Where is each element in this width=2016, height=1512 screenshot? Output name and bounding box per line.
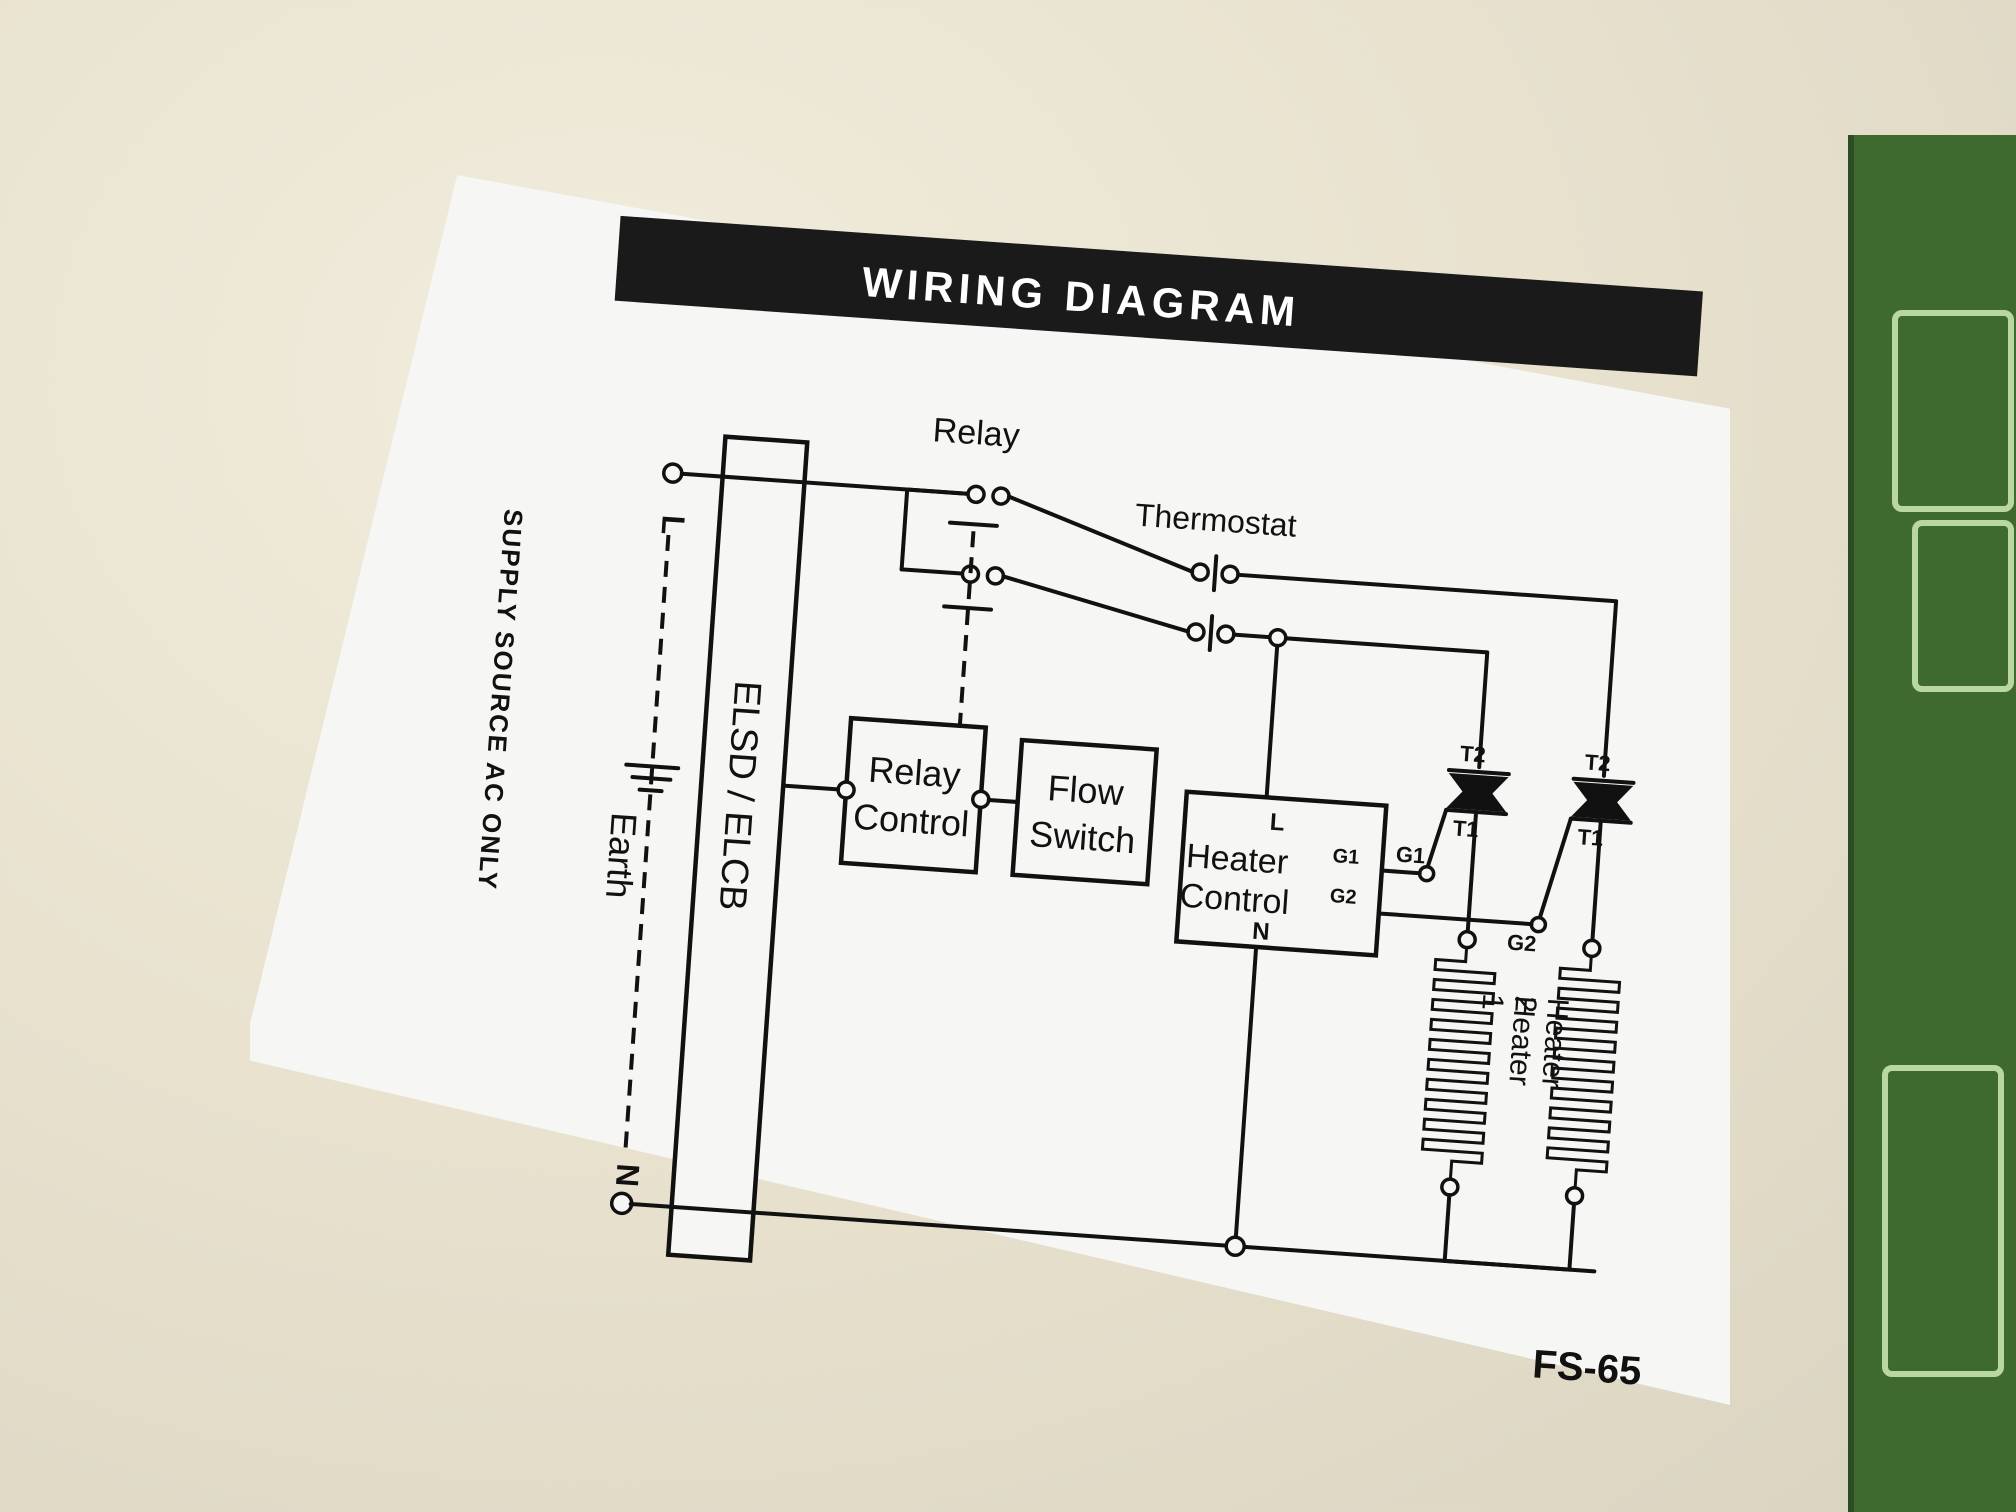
heater-1-element <box>1420 947 1497 1180</box>
neutral-wire <box>628 1201 1597 1274</box>
heater-1-label-2: 1 <box>1475 992 1509 1011</box>
heater-1-neutral-wire <box>1442 1193 1452 1263</box>
circuit-board <box>1848 135 2016 1512</box>
neutral-junction-node <box>1224 1235 1246 1257</box>
thermostat-contacts <box>1186 554 1240 653</box>
relay-mechanical-link <box>957 531 976 726</box>
triac-1-t2-label: T2 <box>1459 741 1486 768</box>
heater-control-label-2: Control <box>1178 877 1290 923</box>
relay-control-label-2: Control <box>852 796 971 845</box>
heater-control-label-1: Heater <box>1185 837 1289 882</box>
triac-1-heater-wire <box>1465 809 1479 934</box>
heater-control-supply-node <box>1268 627 1288 648</box>
flow-switch-box <box>1010 737 1160 887</box>
heater-2-element <box>1545 956 1622 1188</box>
heater-2-bottom-node <box>1564 1186 1585 1206</box>
heater-2-label-2: 2 <box>1508 995 1542 1014</box>
relay-control-input-node <box>836 780 856 800</box>
triac-2: T2 T1 G2 <box>1506 749 1636 957</box>
heater-1-top-node <box>1457 929 1477 950</box>
neutral-label: N <box>609 1162 647 1188</box>
g1-gate-wire <box>1379 868 1422 876</box>
earth-label: Earth <box>598 811 645 900</box>
thermostat-label: Thermostat <box>1134 497 1298 544</box>
relay-contacts <box>899 484 1011 612</box>
heater-control-pin-l: L <box>1269 809 1286 837</box>
relay-control-flow-switch-wire <box>986 797 1020 804</box>
heater-2-label-1: Heater <box>1535 997 1574 1089</box>
heater-control-neutral-wire <box>1233 944 1259 1249</box>
elcb-box <box>665 434 810 1263</box>
thermostat-heater1-wire <box>1231 632 1490 770</box>
heater-2-top-node <box>1582 938 1602 959</box>
earth-icon <box>624 762 681 794</box>
relay-thermostat-wire-2 <box>1001 574 1190 634</box>
supply-note: SUPPLY SOURCE AC ONLY <box>472 508 529 892</box>
triac-1-gate-label: G1 <box>1395 842 1426 869</box>
heater-2-neutral-wire <box>1442 1201 1576 1272</box>
title-bar-background <box>614 215 1703 377</box>
heater-control-pin-n: N <box>1251 918 1270 946</box>
triac-2-gate-label: G2 <box>1506 930 1537 957</box>
g2-gate-wire <box>1376 911 1534 927</box>
flow-switch-label-1: Flow <box>1046 767 1126 813</box>
relay-thermostat-wire-1 <box>1006 494 1195 574</box>
model-code: FS-65 <box>1531 1342 1643 1393</box>
heater-1-bottom-node <box>1440 1177 1460 1197</box>
heater-control-pin-g1: G1 <box>1332 845 1360 869</box>
flow-switch-label-2: Switch <box>1028 813 1137 861</box>
thermostat-heater2-wire <box>1236 572 1619 778</box>
heater-control-pin-g2: G2 <box>1329 885 1357 909</box>
triac-2-heater-wire <box>1590 818 1603 943</box>
live-label: L <box>655 514 692 536</box>
triac-1: T2 T1 G1 <box>1395 741 1511 883</box>
heater-control-box <box>1173 789 1389 958</box>
live-terminal <box>662 462 684 484</box>
relay-control-output-node <box>971 789 991 810</box>
heater-1-label-1: Heater <box>1502 995 1541 1087</box>
relay-control-label-1: Relay <box>867 749 962 796</box>
heater-control-live-wire <box>1264 643 1280 800</box>
title-bar: WIRING DIAGRAM <box>614 215 1703 377</box>
triac-2-t2-label: T2 <box>1584 749 1611 776</box>
relay-label: Relay <box>932 411 1021 455</box>
elcb-relay-control-wire <box>781 783 841 792</box>
